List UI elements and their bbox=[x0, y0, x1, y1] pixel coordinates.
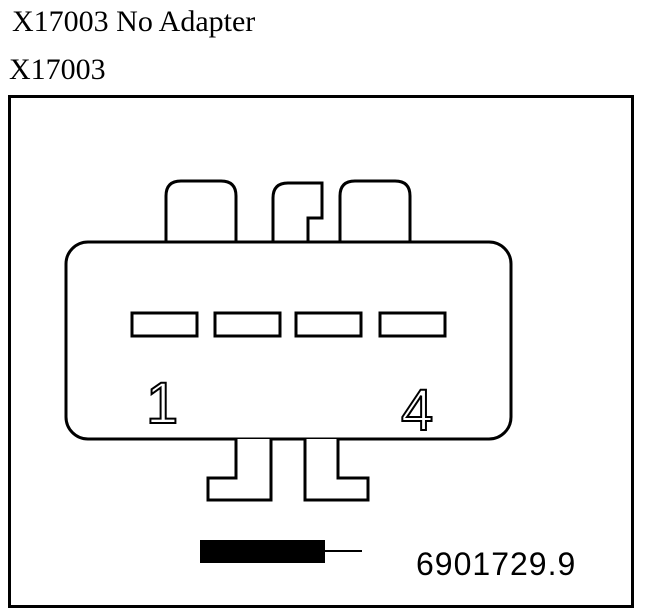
top-tab-right bbox=[338, 179, 412, 242]
pin-label-last: 4 bbox=[401, 378, 433, 443]
bottom-leg-right bbox=[303, 439, 370, 502]
part-number: 6901729.9 bbox=[416, 546, 576, 582]
top-tab-left bbox=[164, 179, 238, 242]
pin-label-first: 1 bbox=[146, 371, 178, 436]
page-title: X17003 No Adapter bbox=[12, 5, 256, 38]
pin-slot-1 bbox=[130, 311, 199, 338]
pin-slot-4 bbox=[378, 311, 447, 338]
bottom-leg-left bbox=[206, 439, 273, 502]
connector-body bbox=[64, 240, 513, 441]
pin-slot-3 bbox=[294, 311, 363, 338]
top-tab-center bbox=[271, 181, 324, 242]
diagram-border bbox=[8, 95, 634, 608]
reference-bar bbox=[200, 540, 325, 563]
pin-slot-2 bbox=[213, 311, 282, 338]
connector-id-label: X17003 bbox=[9, 53, 106, 86]
